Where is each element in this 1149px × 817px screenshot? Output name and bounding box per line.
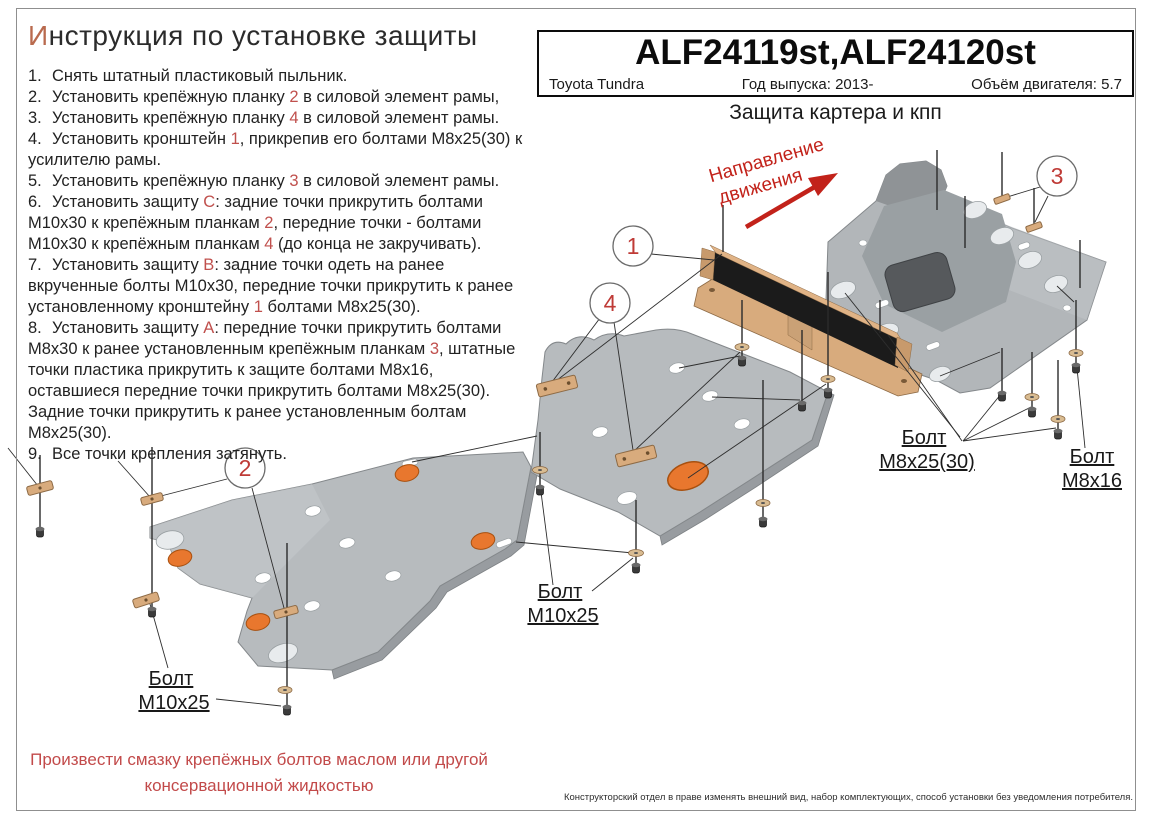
instruction-list: 1. Снять штатный пластиковый пыльник. 2. Ус… xyxy=(28,66,528,465)
plate-b xyxy=(530,328,835,546)
warning-line-1: Произвести смазку крепёжных болтов масло… xyxy=(30,750,488,769)
callout-1-number: 1 xyxy=(627,233,640,259)
part-reference: 1 xyxy=(230,130,240,148)
instruction-text: Установить крепёжную планку xyxy=(52,172,290,190)
svg-text:М10х25: М10х25 xyxy=(138,692,209,714)
instruction-item: 8. Установить защиту А: передние точки пр… xyxy=(28,318,528,444)
callout-3-number: 3 xyxy=(1051,163,1064,189)
part-reference: 2 xyxy=(264,214,274,232)
bolt-label-m8x16: Болт М8х16 xyxy=(1062,446,1122,492)
instruction-text: Установить защиту xyxy=(52,319,204,337)
svg-text:Болт: Болт xyxy=(538,581,583,603)
instruction-item: 3. Установить крепёжную планку 4 в силово… xyxy=(28,108,528,129)
bolt-label-m8x25: Болт М8х25(30) xyxy=(879,427,975,473)
diagram-subtitle: Защита картера и кпп xyxy=(729,101,942,124)
orange-markers-plate-a xyxy=(167,464,496,631)
instruction-text: : передние точки прикрутить болтами М8х3… xyxy=(28,319,502,358)
callout-4-number: 4 xyxy=(604,290,617,316)
direction-of-travel: Направление движения xyxy=(707,134,838,229)
part-reference: 2 xyxy=(289,88,299,106)
direction-label-line2: движения xyxy=(716,165,805,209)
instruction-item: 7. Установить защиту В: задние точки одет… xyxy=(28,255,528,318)
part-reference: С xyxy=(203,193,216,211)
instruction-text: в силовой элемент рамы. xyxy=(298,172,500,190)
instruction-text: , прикрепив его болтами М8х25(30) к усил… xyxy=(28,130,523,169)
arrow-head-icon xyxy=(808,173,838,196)
part-numbers: ALF24119st,ALF24120st xyxy=(635,33,1036,72)
instruction-text: , штатные точки пластика прикрутить к за… xyxy=(28,340,516,442)
instruction-number: 5. xyxy=(28,172,42,190)
access-hatch xyxy=(884,251,956,313)
instruction-text: в силовой элемент рамы. xyxy=(298,109,500,127)
model-year: Год выпуска: 2013- xyxy=(741,76,874,93)
svg-text:Болт: Болт xyxy=(149,668,194,690)
vehicle-meta-row: Toyota Tundra Год выпуска: 2013- Объём д… xyxy=(539,76,1132,93)
instruction-text: Установить крепёжную планку xyxy=(52,109,290,127)
manufacturer-footnote: Конструкторский отдел в праве изменять в… xyxy=(563,792,1133,803)
instruction-text: , передние точки - болтами М10х30 к креп… xyxy=(28,214,482,253)
instruction-item: 5. Установить крепёжную планку 3 в силово… xyxy=(28,171,528,192)
page-title: Инструкция по установке защиты xyxy=(28,20,478,52)
instruction-text: в силовой элемент рамы, xyxy=(298,88,500,106)
engine-volume: Объём двигателя: 5.7 xyxy=(971,76,1122,93)
callout-1: 1 xyxy=(612,225,654,267)
part-number-box: ALF24119st,ALF24120st Toyota Tundra Год … xyxy=(537,30,1134,97)
svg-text:М8х25(30): М8х25(30) xyxy=(879,451,975,473)
instruction-number: 7. xyxy=(28,256,42,274)
bolt-label-m10x25-left: Болт М10х25 xyxy=(138,668,209,714)
instruction-text: Установить кронштейн xyxy=(52,130,231,148)
part-reference: 3 xyxy=(429,340,440,358)
plate-c xyxy=(825,160,1107,394)
instruction-number: 8. xyxy=(28,319,42,337)
part-reference: 4 xyxy=(264,235,274,253)
svg-text:М8х16: М8х16 xyxy=(1062,470,1122,492)
instruction-text: : задние точки прикрутить болтами М10х30… xyxy=(28,193,483,232)
plate-a xyxy=(149,451,539,680)
part-reference: А xyxy=(203,319,215,337)
instruction-text: Все точки крепления затянуть. xyxy=(52,445,287,463)
svg-text:Болт: Болт xyxy=(902,427,947,449)
instruction-number: 3. xyxy=(28,109,42,127)
part-reference: 4 xyxy=(289,109,299,127)
title-first-letter: И xyxy=(28,20,49,51)
instruction-text: болтами М8х25(30). xyxy=(262,298,421,316)
part-reference: В xyxy=(203,256,215,274)
instruction-text: (до конца не закручивать). xyxy=(273,235,482,253)
vehicle-name: Toyota Tundra xyxy=(549,76,645,93)
instruction-number: 9. xyxy=(28,445,42,463)
direction-label-line1: Направление xyxy=(707,134,827,187)
warning-line-2: консервационной жидкостью xyxy=(144,776,374,795)
callout-3: 3 xyxy=(1036,155,1078,197)
title-rest: нструкция по установке защиты xyxy=(48,20,478,51)
instruction-item: 4. Установить кронштейн 1, прикрепив его … xyxy=(28,129,528,171)
instruction-text: Снять штатный пластиковый пыльник. xyxy=(52,67,348,85)
svg-text:М10х25: М10х25 xyxy=(527,605,598,627)
instruction-number: 6. xyxy=(28,193,42,211)
instruction-item: 2. Установить крепёжную планку 2 в силово… xyxy=(28,87,528,108)
instruction-text: Установить крепёжную планку xyxy=(52,88,290,106)
instruction-number: 1. xyxy=(28,67,42,85)
callout-4: 4 xyxy=(589,282,631,324)
bracket xyxy=(693,244,923,397)
instruction-number: 4. xyxy=(28,130,42,148)
part-reference: 1 xyxy=(253,298,263,316)
instruction-item: 1. Снять штатный пластиковый пыльник. xyxy=(28,66,528,87)
instruction-text: Установить защиту xyxy=(52,256,204,274)
instruction-text: : задние точки одеть на ранее вкрученные… xyxy=(28,256,514,316)
lubrication-warning: Произвести смазку крепёжных болтов масло… xyxy=(28,747,490,799)
orange-grommet xyxy=(667,461,709,491)
instruction-number: 2. xyxy=(28,88,42,106)
instruction-item: 9. Все точки крепления затянуть. xyxy=(28,444,528,465)
part-reference: 3 xyxy=(289,172,299,190)
instruction-text: Установить защиту xyxy=(52,193,204,211)
bolt-label-m10x25-mid: Болт М10х25 xyxy=(527,581,598,627)
instruction-item: 6. Установить защиту С: задние точки прик… xyxy=(28,192,528,255)
svg-text:Болт: Болт xyxy=(1070,446,1115,468)
